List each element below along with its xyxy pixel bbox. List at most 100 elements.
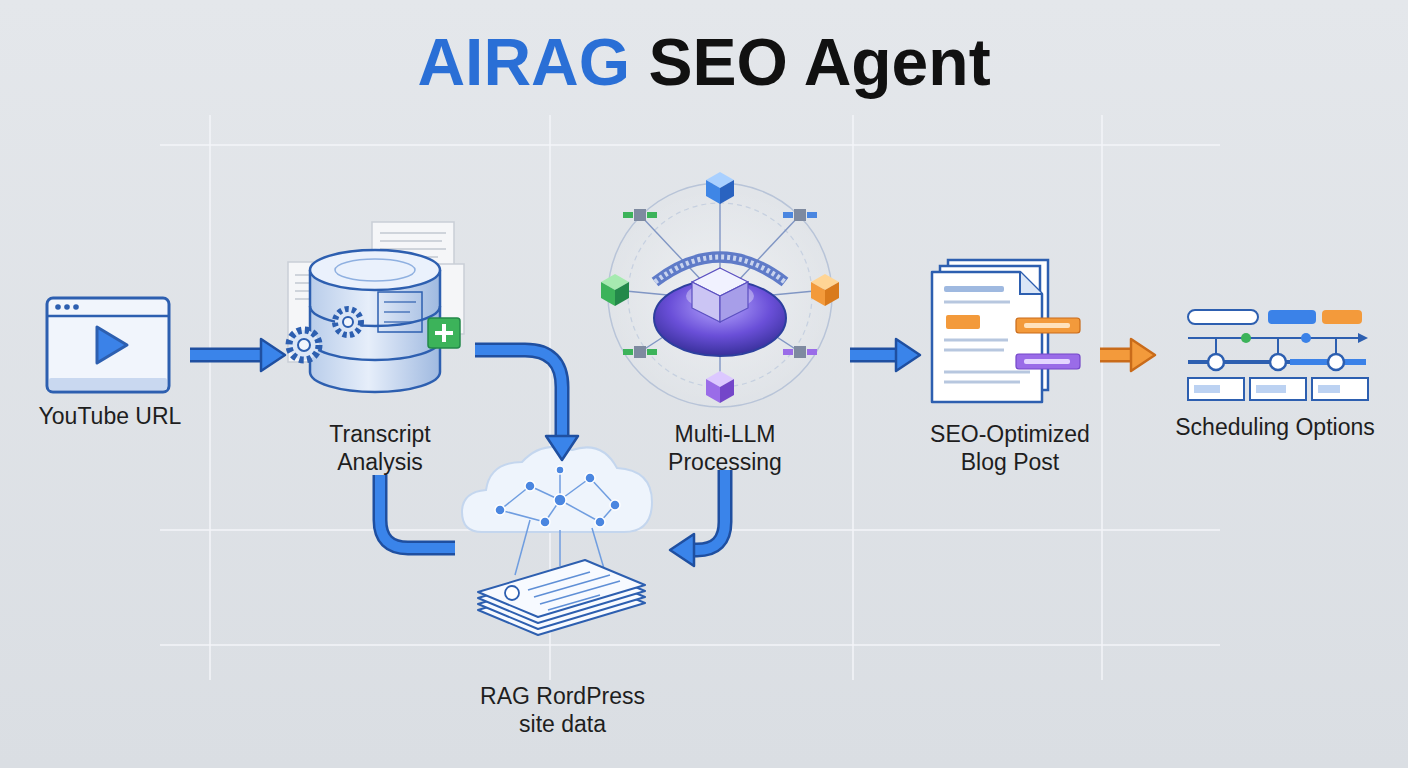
blog-document-icon-part: [1016, 318, 1080, 333]
rag-cloud-icon-part-part: [500, 510, 545, 522]
transcript-database-icon-part: [428, 318, 460, 348]
transcript-database-icon-part: [384, 321, 414, 322]
multi-llm-hub-icon-part-part: [794, 346, 806, 358]
scheduling-timeline-icon-part: [1358, 333, 1368, 343]
blog-document-icon: [932, 260, 1080, 402]
multi-llm-hub-icon-part-part: [720, 180, 734, 204]
blog-document-icon-part-part: [944, 381, 1020, 384]
rag-cloud-icon-part-part: [478, 560, 645, 617]
arrow-shaft: [475, 350, 562, 438]
rag-cloud-icon-part-part: [560, 500, 600, 522]
transcript-database-icon-part: [343, 317, 353, 327]
multi-llm-hub-icon-part: [720, 282, 748, 322]
node-label: YouTube URL: [39, 402, 182, 430]
arrow-shaft: [380, 475, 455, 548]
transcript-database-icon-part: [310, 306, 440, 326]
grid-lines-part: [160, 644, 1220, 646]
multi-llm-hub-icon-part-part: [811, 282, 825, 306]
title-area: AIRAG SEO Agent: [0, 22, 1408, 102]
node-label: SEO-Optimized Blog Post: [920, 420, 1100, 476]
multi-llm-hub-icon-part: [706, 172, 734, 204]
rag-cloud-icon-part: [495, 466, 620, 527]
multi-llm-hub-icon-part-part: [807, 349, 817, 355]
node-label-group: YouTube URL: [30, 402, 190, 430]
grid-lines-part: [209, 115, 211, 680]
multi-llm-hub-icon-part: [608, 183, 832, 407]
rag-cloud-icon-part-part: [534, 575, 610, 597]
multi-llm-hub-icon-part-part: [825, 282, 839, 306]
arrow-head: [261, 339, 285, 371]
scheduling-timeline-icon-part: [1188, 378, 1244, 400]
scheduling-timeline-icon-part: [1328, 354, 1344, 370]
rag-cloud-icon-part-part: [610, 500, 620, 510]
multi-llm-hub-icon-part: [623, 346, 657, 358]
flow-arrow: [670, 470, 725, 566]
rag-cloud-icon-part-part: [585, 473, 595, 483]
scheduling-timeline-icon-part: [1194, 385, 1220, 393]
rag-cloud-icon-part-part: [559, 530, 561, 566]
blog-document-icon-part: [1020, 272, 1042, 294]
scheduling-timeline-icon-part: [1270, 354, 1286, 370]
multi-llm-hub-icon-part-part: [615, 282, 629, 306]
multi-llm-hub-icon-part-part: [706, 379, 720, 403]
flow-arrow: [190, 339, 285, 371]
rag-cloud-icon-part-part: [525, 481, 535, 491]
transcript-database-icon: [288, 222, 464, 392]
node-label-group: Multi-LLM Processing: [645, 420, 805, 476]
transcript-database-icon-part-part: [380, 232, 446, 234]
flow-arrow: [1100, 339, 1155, 371]
scheduling-timeline-icon-part: [1312, 378, 1368, 400]
process-node: Scheduling Options: [1155, 300, 1395, 445]
node-label-group: RAG RordPress site data: [468, 682, 658, 738]
arrow-shaft: [850, 350, 898, 360]
multi-llm-hub-icon-part: [601, 274, 629, 306]
rag-cloud-icon-part-part: [528, 572, 590, 590]
rag-cloud-icon-part-part: [495, 505, 505, 515]
process-node: Transcript Analysis: [285, 230, 475, 475]
multi-llm-hub-icon-part-part: [647, 212, 657, 218]
diagram-title: AIRAG SEO Agent: [417, 22, 990, 102]
video-window-icon: [47, 298, 169, 392]
multi-llm-hub-icon-part-part: [706, 180, 720, 204]
scheduling-timeline-icon-part: [1268, 310, 1316, 324]
arrow-outline: [380, 475, 455, 548]
multi-llm-hub-icon: [601, 172, 839, 412]
node-label-group: SEO-Optimized Blog Post: [920, 420, 1100, 476]
video-window-icon-part: [55, 304, 61, 310]
flow-arrow: [380, 475, 455, 548]
blog-document-icon-part: [1024, 359, 1070, 364]
rag-cloud-icon-part-part: [500, 486, 530, 510]
arrow-outline: [850, 348, 898, 363]
scheduling-timeline-icon-part: [1241, 333, 1251, 343]
multi-llm-hub-icon-part: [783, 346, 817, 358]
transcript-database-icon-part: [310, 250, 440, 290]
process-node: YouTube URL: [30, 290, 190, 445]
flow-arrow: [850, 339, 920, 371]
blog-document-icon-part-part: [944, 339, 1008, 342]
scheduling-timeline-icon-part: [1322, 310, 1362, 324]
multi-llm-hub-icon-part-part: [807, 212, 817, 218]
grid-lines-part: [1101, 115, 1103, 680]
rag-cloud-icon-part: [462, 447, 652, 532]
multi-llm-hub-icon-part: [602, 188, 838, 412]
grid-lines-part: [852, 115, 854, 680]
transcript-database-icon-part: [335, 309, 361, 335]
rag-cloud-icon-part-part: [554, 494, 566, 506]
multi-llm-hub-icon-part-part: [720, 379, 734, 403]
video-window-icon-part: [47, 298, 169, 392]
scheduling-timeline-icon-part: [1188, 310, 1258, 324]
rag-cloud-icon-part-part: [556, 466, 564, 474]
blog-document-icon-part: [946, 315, 980, 329]
grid-lines-part: [160, 144, 1220, 146]
multi-llm-hub-icon-part: [706, 371, 734, 403]
node-label: Multi-LLM Processing: [645, 420, 805, 476]
multi-llm-hub-icon-part-part: [634, 346, 646, 358]
multi-llm-hub-icon-part-part: [794, 209, 806, 221]
scheduling-timeline-icon-part: [1250, 378, 1306, 400]
transcript-database-icon-part-part: [380, 240, 442, 242]
blog-document-icon-part-part: [944, 301, 1010, 304]
arrow-shaft: [1100, 350, 1133, 360]
